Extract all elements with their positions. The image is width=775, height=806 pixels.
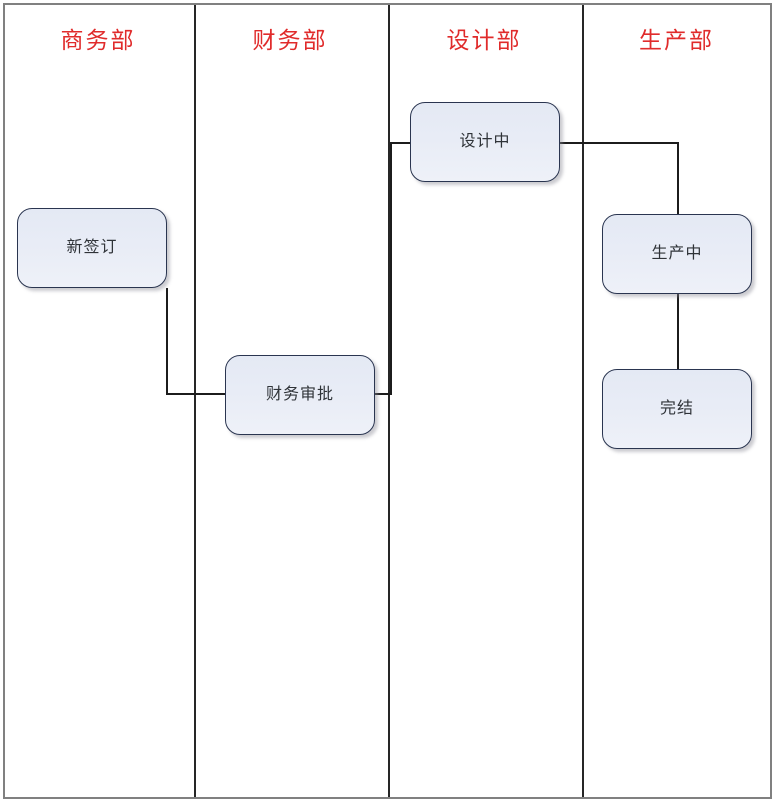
node-producing[interactable]: 生产中 [602, 214, 752, 294]
connector-finance-to-designing-vertical [390, 142, 392, 395]
connector-finance-to-designing-lower-horizontal [374, 393, 392, 395]
node-completed-label: 完结 [659, 400, 694, 417]
lane-header-business: 商务部 [60, 28, 136, 53]
lane-divider-2 [388, 5, 390, 797]
node-finance-approval[interactable]: 财务审批 [225, 355, 375, 435]
node-new-order[interactable]: 新签订 [17, 208, 167, 288]
connector-designing-to-producing-vertical [677, 142, 679, 216]
node-completed[interactable]: 完结 [602, 369, 752, 449]
node-finance-approval-label: 财务审批 [265, 386, 334, 403]
lane-header-finance: 财务部 [252, 28, 328, 53]
connector-designing-to-producing-horizontal [559, 142, 679, 144]
lane-divider-1 [194, 5, 196, 797]
connector-finance-to-designing-upper-horizontal [390, 142, 411, 144]
node-designing-label: 设计中 [459, 133, 511, 150]
connector-producing-to-completed-vertical [677, 293, 679, 371]
node-designing[interactable]: 设计中 [410, 102, 560, 182]
lane-header-production: 生产部 [639, 28, 714, 53]
lane-header-design: 设计部 [446, 28, 522, 53]
connector-new-order-to-finance-vertical [166, 288, 168, 395]
node-producing-label: 生产中 [651, 245, 703, 262]
lane-divider-3 [582, 5, 584, 797]
node-new-order-label: 新签订 [66, 239, 118, 256]
connector-new-order-to-finance-horizontal [166, 393, 226, 395]
